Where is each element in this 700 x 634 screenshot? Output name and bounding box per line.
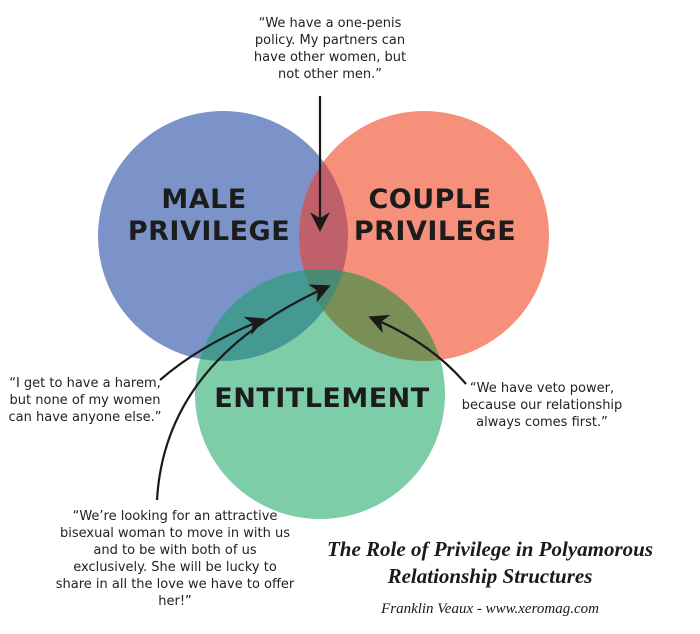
male-privilege-label: MALE PRIVILEGE	[128, 184, 290, 247]
quote-unicorn-hunting: “We’re looking for an attractive bisexua…	[55, 509, 295, 609]
quote-harem: “I get to have a harem, but none of my w…	[8, 376, 162, 425]
quote-one-penis-policy: “We have a one-penis policy. My partners…	[253, 16, 407, 82]
diagram-byline: Franklin Veaux - www.xeromag.com	[381, 601, 599, 617]
arrow-left-to-male-entitlement	[159, 316, 266, 381]
couple-privilege-label: COUPLE PRIVILEGE	[354, 184, 516, 247]
entitlement-label: ENTITLEMENT	[214, 383, 429, 414]
quote-veto-power: “We have veto power, because our relatio…	[461, 381, 623, 430]
diagram-title: The Role of Privilege in Polyamorous Rel…	[326, 537, 654, 588]
arrow-right-to-couple-entitlement	[368, 314, 467, 385]
arrow-bottom-to-center	[155, 284, 331, 501]
